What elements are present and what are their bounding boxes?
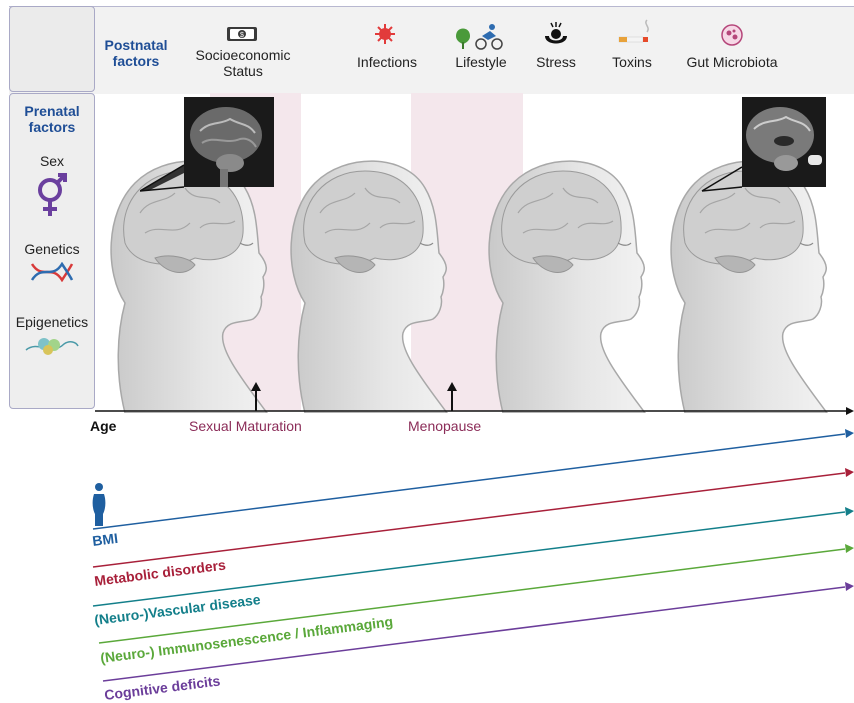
bmi-trend-line bbox=[93, 434, 845, 529]
menopause-marker-arrow bbox=[447, 382, 457, 391]
metabolic-disorders-label: Metabolic disorders bbox=[93, 556, 226, 588]
bmi-trend-arrow bbox=[845, 429, 854, 438]
age-label: Age bbox=[90, 418, 117, 434]
cognitive-trend-arrow bbox=[845, 582, 854, 591]
sexual-maturation-marker-arrow bbox=[251, 382, 261, 391]
metabolic-trend-line bbox=[93, 473, 845, 567]
age-axis-arrow bbox=[846, 407, 854, 415]
menopause-label: Menopause bbox=[408, 418, 481, 434]
bmi-label: BMI bbox=[91, 530, 118, 549]
vascular-trend-arrow bbox=[845, 507, 854, 516]
vascular-disease-label: (Neuro-)Vascular disease bbox=[93, 591, 261, 628]
metabolic-trend-arrow bbox=[845, 468, 854, 477]
cognitive-deficits-label: Cognitive deficits bbox=[103, 672, 221, 703]
person-icon bbox=[93, 483, 106, 526]
sexual-maturation-label: Sexual Maturation bbox=[189, 418, 302, 434]
immuno-trend-arrow bbox=[845, 544, 854, 553]
